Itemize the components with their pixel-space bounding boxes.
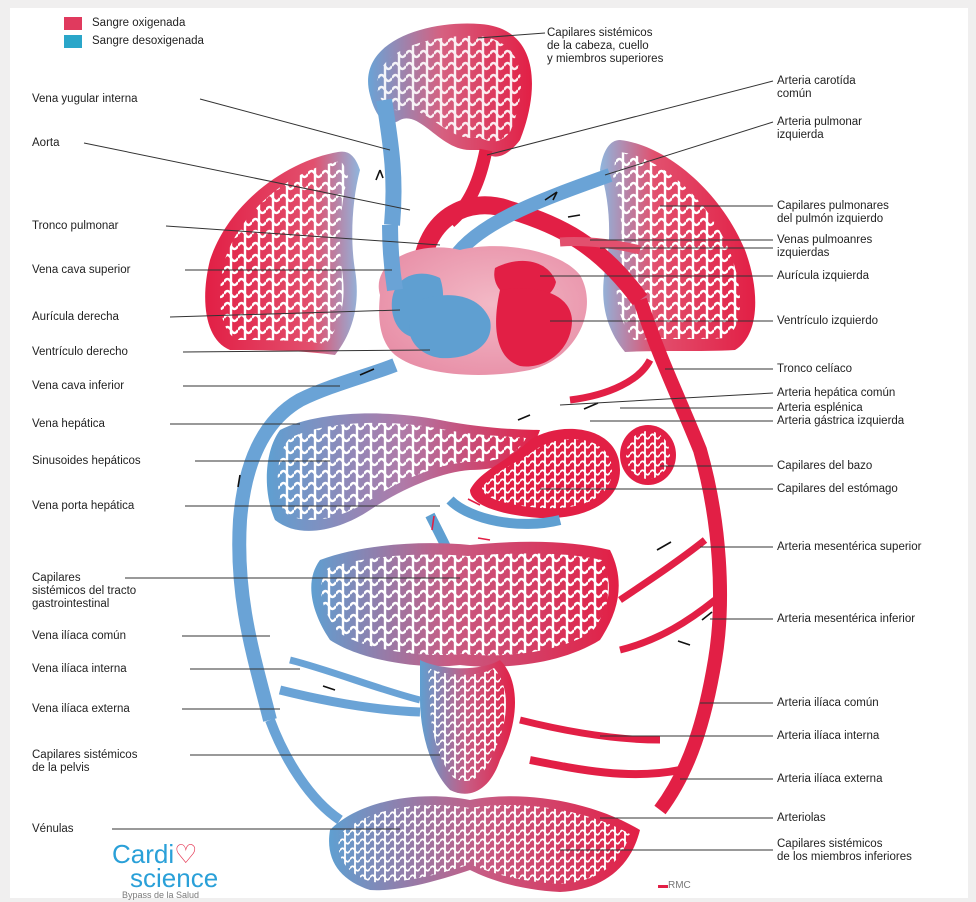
pelvic-capillaries	[420, 660, 515, 794]
label-venulas: Vénulas	[32, 823, 74, 836]
legend-swatch-oxygenated	[64, 17, 82, 30]
arteria-iliaca-interna	[520, 720, 660, 740]
label-capilares-bazo: Capilares del bazo	[777, 460, 872, 473]
label-ventriculo-izquierdo: Ventrículo izquierdo	[777, 315, 878, 328]
label-arteria-esplenica: Arteria esplénica	[777, 402, 863, 415]
vena-cava-superior	[390, 225, 395, 290]
label-venas-pulmonares: Venas pulmoanres izquierdas	[777, 234, 872, 260]
label-vena-cava-inferior: Vena cava inferior	[32, 380, 124, 393]
legend-label-oxygenated: Sangre oxigenada	[92, 17, 185, 30]
label-arteria-iliaca-interna: Arteria ilíaca interna	[777, 730, 879, 743]
label-ventriculo-derecho: Ventrículo derecho	[32, 346, 128, 359]
label-arteria-hepatica: Arteria hepática común	[777, 387, 895, 400]
label-vena-iliaca-externa: Vena ilíaca externa	[32, 703, 130, 716]
label-tronco-pulmonar: Tronco pulmonar	[32, 220, 119, 233]
label-sinusoides-hepaticos: Sinusoides hepáticos	[32, 455, 141, 468]
label-arteria-iliaca-externa: Arteria ilíaca externa	[777, 773, 882, 786]
label-capilares-gastrointestinal: Capilares sistémicos del tracto gastroin…	[32, 572, 136, 611]
cardioscience-logo: Cardi♡ science Bypass de la Salud	[112, 842, 218, 900]
legend-label-deoxygenated: Sangre desoxigenada	[92, 35, 204, 48]
rmc-watermark: ▬RMC	[658, 880, 691, 891]
label-arteria-iliaca-comun: Arteria ilíaca común	[777, 697, 879, 710]
label-vena-cava-superior: Vena cava superior	[32, 264, 130, 277]
arteria-mesenterica-sup	[620, 540, 705, 600]
arteria-celiaca	[570, 360, 650, 400]
label-capilares-pulmonares: Capilares pulmonares del pulmón izquierd…	[777, 200, 889, 226]
label-aorta: Aorta	[32, 137, 60, 150]
label-arteria-mesenterica-inf: Arteria mesentérica inferior	[777, 613, 915, 626]
label-vena-iliaca-interna: Vena ilíaca interna	[32, 663, 127, 676]
label-arteria-pulmonar-izq: Arteria pulmonar izquierda	[777, 116, 862, 142]
label-capilares-cabeza: Capilares sistémicos de la cabeza, cuell…	[547, 27, 663, 66]
arteria-mesenterica-inf	[620, 600, 715, 650]
label-arteria-gastrica: Arteria gástrica izquierda	[777, 415, 904, 428]
right-lung	[205, 152, 360, 355]
vena-cava-inferior-branch	[270, 720, 340, 820]
label-capilares-pelvis: Capilares sistémicos de la pelvis	[32, 749, 137, 775]
label-capilares-estomago: Capilares del estómago	[777, 483, 898, 496]
label-vena-yugular-interna: Vena yugular interna	[32, 93, 138, 106]
label-arteriolas: Arteriolas	[777, 812, 826, 825]
arteria-iliaca-externa	[530, 760, 680, 774]
label-auricula-derecha: Aurícula derecha	[32, 311, 119, 324]
label-arteria-carotida: Arteria carotída común	[777, 75, 856, 101]
spleen	[620, 425, 676, 485]
label-auricula-izquierda: Aurícula izquierda	[777, 270, 869, 283]
label-vena-porta-hepatica: Vena porta hepática	[32, 500, 134, 513]
leg-capillaries	[329, 796, 640, 892]
label-vena-hepatica: Vena hepática	[32, 418, 105, 431]
label-arteria-mesenterica-sup: Arteria mesentérica superior	[777, 541, 921, 554]
label-capilares-miembros-inf: Capilares sistémicos de los miembros inf…	[777, 838, 912, 864]
legend-swatch-deoxygenated	[64, 35, 82, 48]
ventriculo-derecho	[409, 295, 491, 358]
gut-capillaries	[311, 542, 618, 667]
label-tronco-celiaco: Tronco celíaco	[777, 363, 852, 376]
label-vena-iliaca-comun: Vena ilíaca común	[32, 630, 126, 643]
heart	[379, 246, 587, 375]
logo-text-science: science	[130, 863, 218, 893]
